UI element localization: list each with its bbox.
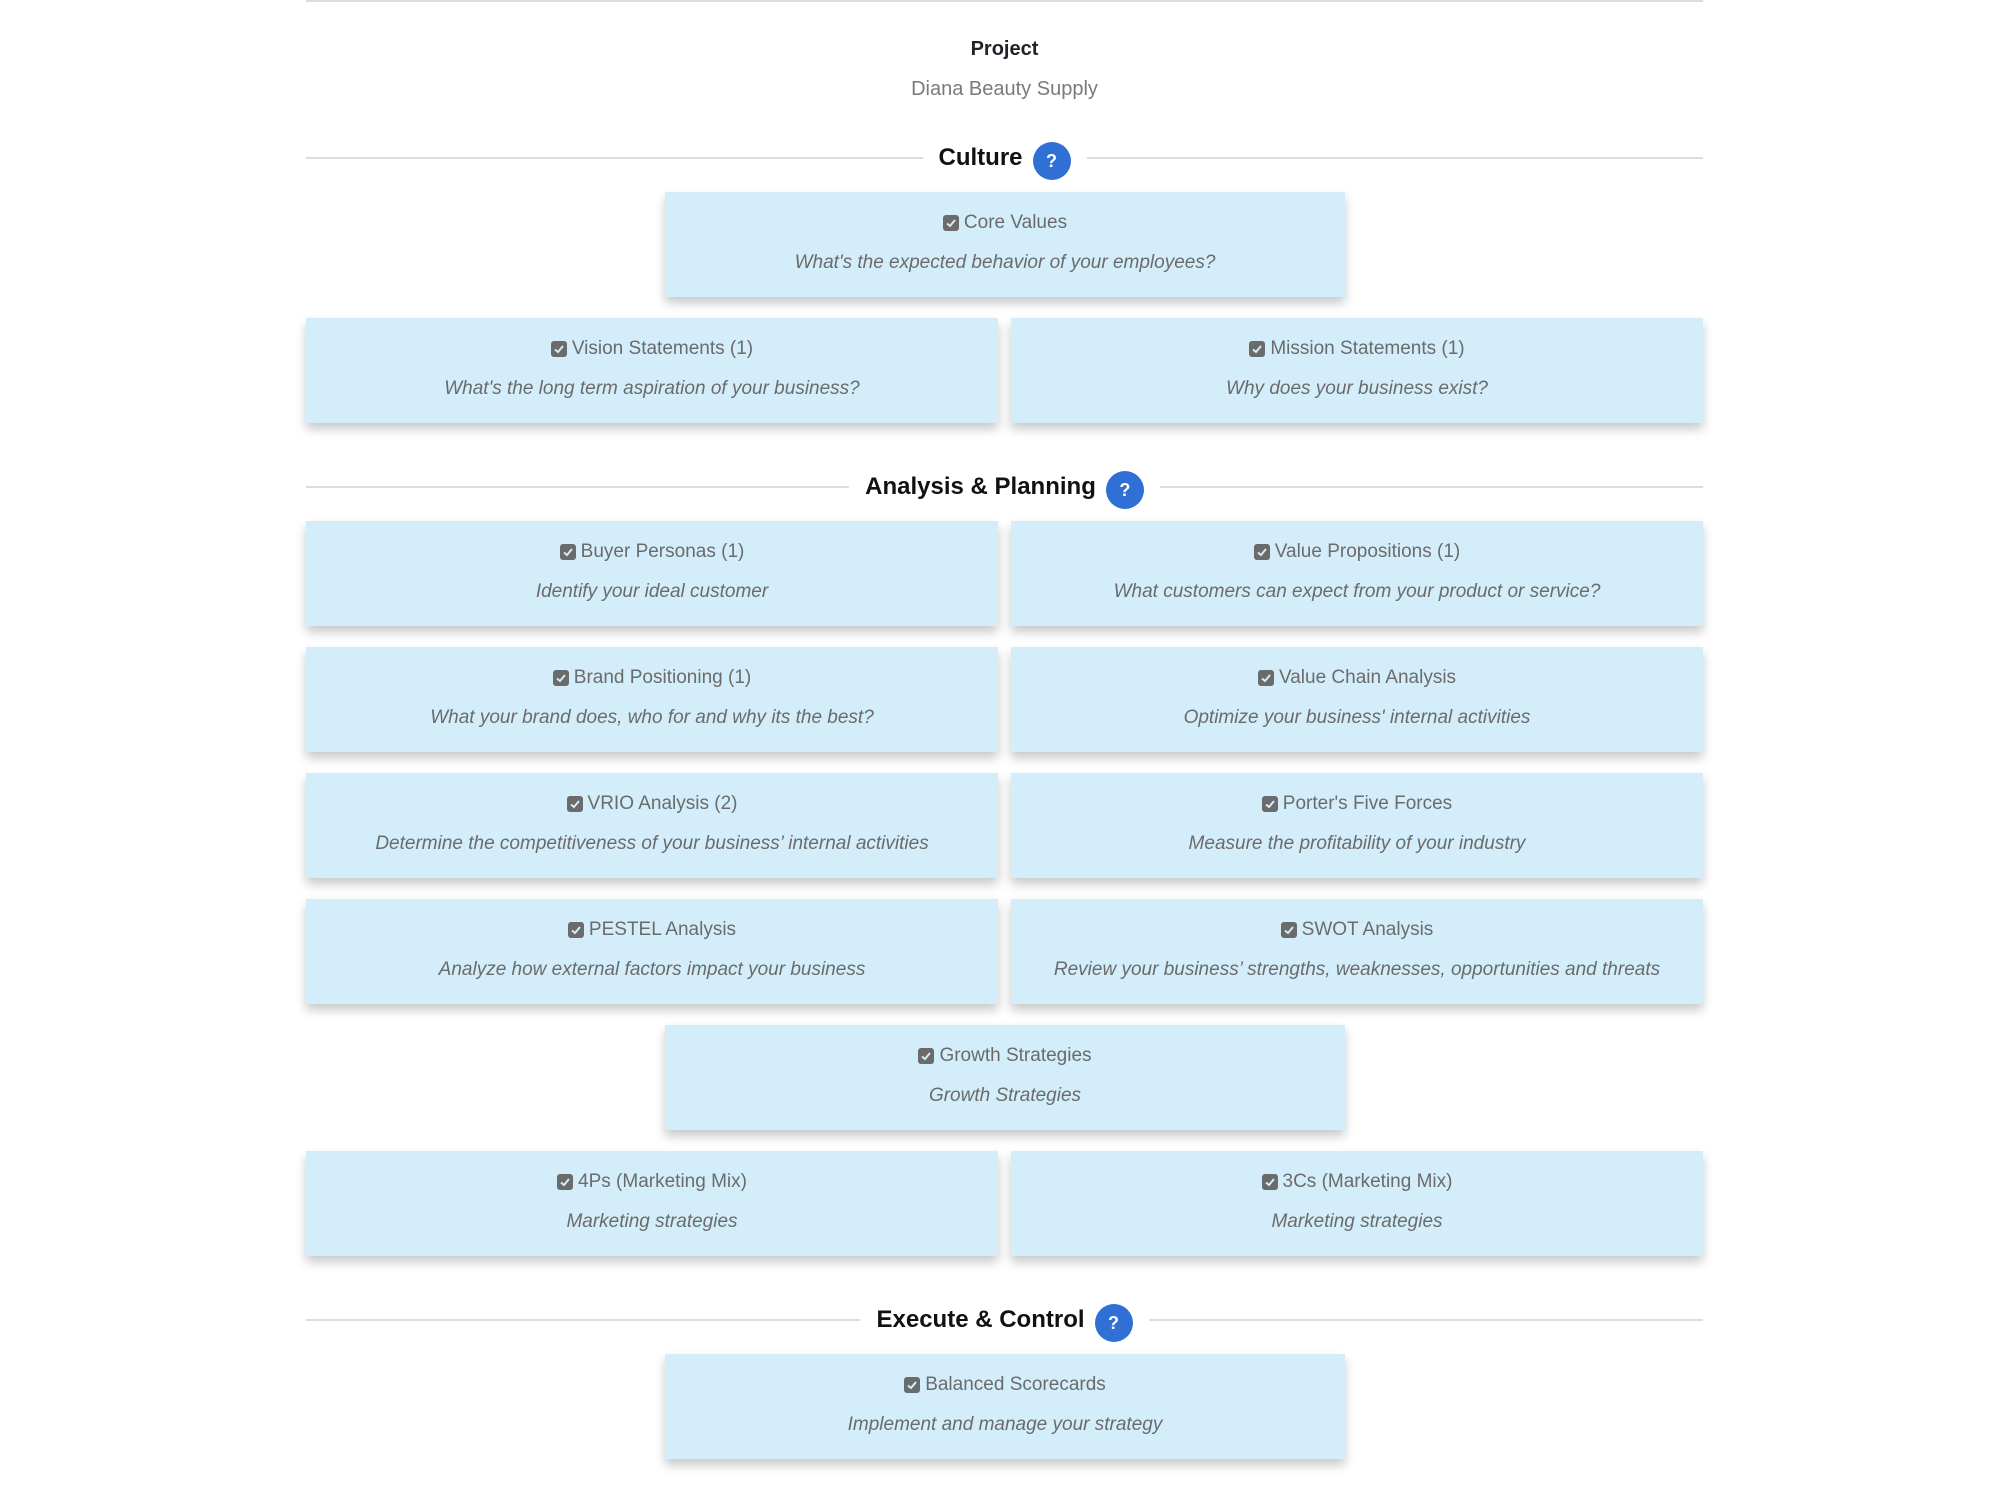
section-divider <box>1159 486 1703 488</box>
card-title: Brand Positioning (1) <box>573 667 752 688</box>
checkbox-checked-icon <box>1253 544 1270 560</box>
card-vision-statements[interactable]: Vision Statements (1) What's the long te… <box>306 318 998 423</box>
card-title: Value Propositions (1) <box>1274 541 1461 562</box>
section-divider <box>306 486 850 488</box>
card-vrio-analysis[interactable]: VRIO Analysis (2) Determine the competit… <box>306 773 998 878</box>
card-description: Identify your ideal customer <box>535 581 769 602</box>
checkbox-checked-icon <box>559 544 576 560</box>
card-title: Porter's Five Forces <box>1282 793 1453 814</box>
card-description: What's the long term aspiration of your … <box>444 378 860 399</box>
card-4ps-marketing-mix[interactable]: 4Ps (Marketing Mix) Marketing strategies <box>306 1151 998 1256</box>
checkbox-checked-icon <box>1280 922 1297 938</box>
section-divider <box>306 1319 861 1321</box>
section-title-culture: Culture <box>938 144 1023 171</box>
card-title: Growth Strategies <box>939 1045 1092 1066</box>
section-header-analysis-planning: Analysis & Planning ? <box>306 465 1703 509</box>
card-core-values[interactable]: Core Values What's the expected behavior… <box>665 192 1345 297</box>
card-description: What's the expected behavior of your emp… <box>794 252 1216 273</box>
checkbox-checked-icon <box>1249 341 1266 357</box>
checkbox-checked-icon <box>567 922 584 938</box>
section-title-analysis-planning: Analysis & Planning <box>865 473 1096 500</box>
section-header-execute-control: Execute & Control ? <box>306 1298 1703 1342</box>
card-brand-positioning[interactable]: Brand Positioning (1) What your brand do… <box>306 647 998 752</box>
card-description: Implement and manage your strategy <box>847 1414 1163 1435</box>
card-title: 3Cs (Marketing Mix) <box>1282 1171 1453 1192</box>
card-title: SWOT Analysis <box>1301 919 1434 940</box>
card-title: PESTEL Analysis <box>588 919 737 940</box>
help-icon[interactable]: ? <box>1105 471 1144 509</box>
card-title: Vision Statements (1) <box>571 338 754 359</box>
card-title: Core Values <box>963 212 1068 233</box>
card-title: VRIO Analysis (2) <box>587 793 738 814</box>
card-balanced-scorecards[interactable]: Balanced Scorecards Implement and manage… <box>665 1354 1345 1459</box>
section-header-culture: Culture ? <box>306 136 1703 180</box>
card-description: Marketing strategies <box>1271 1211 1443 1232</box>
project-label: Project <box>970 38 1039 60</box>
card-porters-five-forces[interactable]: Porter's Five Forces Measure the profita… <box>1011 773 1703 878</box>
card-value-propositions[interactable]: Value Propositions (1) What customers ca… <box>1011 521 1703 626</box>
section-divider <box>306 157 923 159</box>
card-description: Why does your business exist? <box>1226 378 1488 399</box>
card-title: Value Chain Analysis <box>1278 667 1457 688</box>
checkbox-checked-icon <box>904 1377 921 1393</box>
card-3cs-marketing-mix[interactable]: 3Cs (Marketing Mix) Marketing strategies <box>1011 1151 1703 1256</box>
card-description: Measure the profitability of your indust… <box>1188 833 1526 854</box>
card-title: Balanced Scorecards <box>925 1374 1106 1395</box>
section-title-execute-control: Execute & Control <box>876 1306 1085 1333</box>
checkbox-checked-icon <box>1257 670 1274 686</box>
card-swot-analysis[interactable]: SWOT Analysis Review your business’ stre… <box>1011 899 1703 1004</box>
card-growth-strategies[interactable]: Growth Strategies Growth Strategies <box>665 1025 1345 1130</box>
card-description: Determine the competitiveness of your bu… <box>375 833 929 854</box>
card-description: Review your business’ strengths, weaknes… <box>1053 959 1661 980</box>
card-description: Marketing strategies <box>566 1211 738 1232</box>
card-description: What your brand does, who for and why it… <box>430 707 874 728</box>
card-buyer-personas[interactable]: Buyer Personas (1) Identify your ideal c… <box>306 521 998 626</box>
card-description: Analyze how external factors impact your… <box>438 959 866 980</box>
card-title: Buyer Personas (1) <box>580 541 745 562</box>
help-icon[interactable]: ? <box>1032 142 1071 180</box>
card-title: Mission Statements (1) <box>1270 338 1465 359</box>
section-divider <box>1148 1319 1703 1321</box>
help-icon[interactable]: ? <box>1094 1304 1133 1342</box>
card-mission-statements[interactable]: Mission Statements (1) Why does your bus… <box>1011 318 1703 423</box>
checkbox-checked-icon <box>550 341 567 357</box>
checkbox-checked-icon <box>942 215 959 231</box>
checkbox-checked-icon <box>1261 1174 1278 1190</box>
card-value-chain-analysis[interactable]: Value Chain Analysis Optimize your busin… <box>1011 647 1703 752</box>
card-description: What customers can expect from your prod… <box>1113 581 1601 602</box>
section-divider <box>1086 157 1703 159</box>
top-divider <box>306 0 1703 2</box>
card-description: Growth Strategies <box>928 1085 1082 1106</box>
checkbox-checked-icon <box>557 1174 574 1190</box>
checkbox-checked-icon <box>566 796 583 812</box>
checkbox-checked-icon <box>1261 796 1278 812</box>
card-title: 4Ps (Marketing Mix) <box>578 1171 747 1192</box>
checkbox-checked-icon <box>918 1048 935 1064</box>
card-pestel-analysis[interactable]: PESTEL Analysis Analyze how external fac… <box>306 899 998 1004</box>
card-description: Optimize your business' internal activit… <box>1183 707 1531 728</box>
checkbox-checked-icon <box>552 670 569 686</box>
project-name: Diana Beauty Supply <box>911 78 1098 100</box>
